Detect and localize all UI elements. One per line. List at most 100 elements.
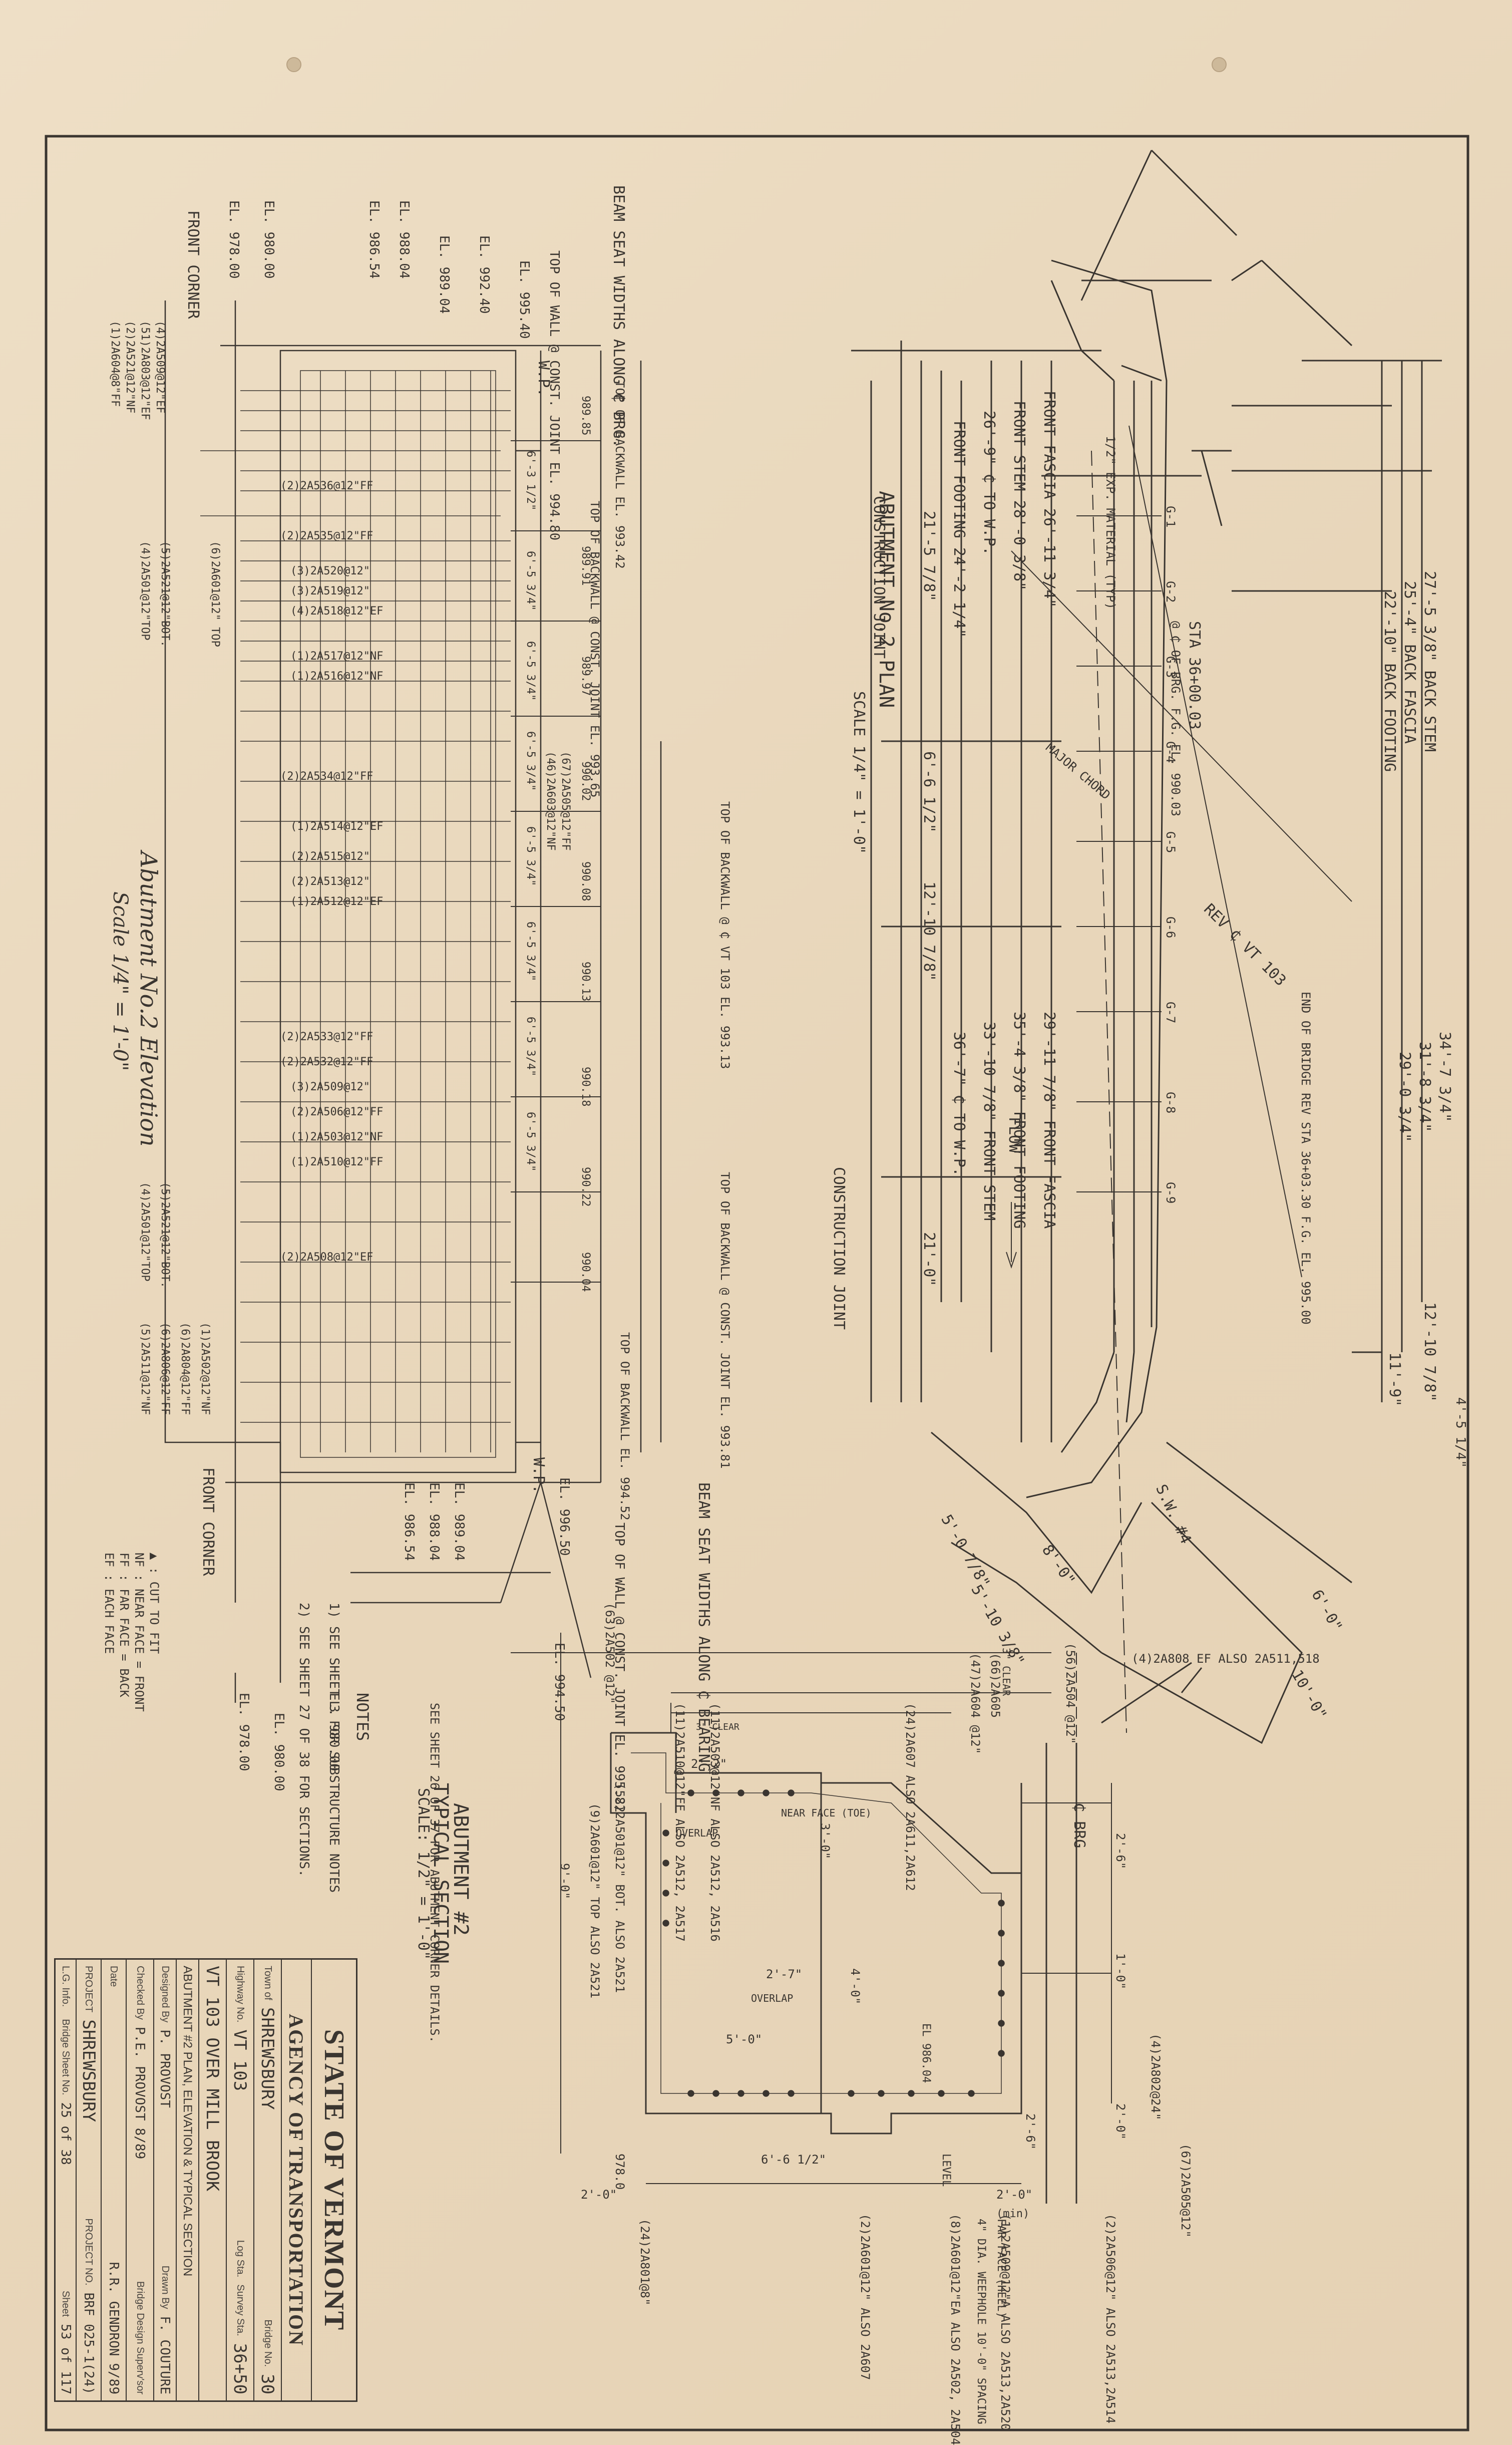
to-wp-bot: 36'-7" ₵ TO W.P. xyxy=(950,1032,968,1176)
bar-mid-3: (3)2A520@12" xyxy=(290,565,370,577)
front-corner-bot: FRONT CORNER xyxy=(199,1467,217,1576)
seat-dim-3: 6'-5 3/4" xyxy=(524,641,537,701)
tb-town-label: Town of xyxy=(262,1966,273,2000)
seat-elev-1: 989.85 xyxy=(579,396,592,436)
clear-1: 3" CLEAR xyxy=(696,1722,739,1732)
bar-mid-5: (4)2A518@12"EF xyxy=(290,605,384,618)
legend-2: NF : NEAR FACE = FRONT xyxy=(132,1553,146,1712)
el-988-bot: EL. 988.04 xyxy=(427,1482,442,1561)
bar-mid-14: (2)2A532@12"FF xyxy=(280,1056,373,1068)
overlap-2: OVERLAP xyxy=(751,1992,794,2004)
g8-label: G-8 xyxy=(1164,1092,1178,1114)
tb-date2: 9/89 xyxy=(106,2363,121,2394)
tb-checked-row: Checked By P.E. PROVOST 8/89 Bridge Desi… xyxy=(126,1960,153,2400)
g3-label: G-3 xyxy=(1164,656,1178,678)
bar-mid-11: (2)2A513@12" xyxy=(290,875,370,888)
tb-sheet-label: Sheet xyxy=(60,2290,72,2317)
bar-mid-17: (1)2A503@12"NF xyxy=(290,1131,384,1143)
bar-vert-3: (46)2A603@12"NF xyxy=(544,751,557,851)
see-sheet-26: SEE SHEET 26 OF 37 FOR ABUTMENT CORNER D… xyxy=(428,1703,442,2043)
plan-scale: SCALE 1/4" = 1'-0" xyxy=(850,691,868,854)
seat-elev-6: 990.13 xyxy=(579,962,592,1002)
seat-elev-5: 990.08 xyxy=(579,861,592,901)
station-sub: @ ₵ OF BRG. F.G. EL. 990.03 xyxy=(1169,621,1183,817)
bar-mid-1: (2)2A536@12"FF xyxy=(280,480,373,492)
dim-11-9: 11'-9" xyxy=(1386,1352,1403,1407)
legend-1: ▲ : CUT TO FIT xyxy=(147,1553,161,1654)
tb-desc-row: VT 103 OVER MILL BROOK xyxy=(198,1960,226,2400)
exp-material: 1/2" EXP. MATERIAL (TYP) xyxy=(1103,436,1117,609)
wp-label: W.P. xyxy=(530,1457,547,1494)
tb-highway-row: Highway No. VT 103 Log Sta. Survey Sta. … xyxy=(226,1960,253,2400)
seat-dim-4: 6'-5 3/4" xyxy=(524,731,537,791)
tb-bridge-no: 30 xyxy=(257,2374,278,2394)
bar-mid-10: (2)2A515@12" xyxy=(290,850,370,863)
g7-label: G-7 xyxy=(1164,1002,1178,1024)
bar-mid-4: (3)2A519@12" xyxy=(290,585,370,597)
bar-right-2: (5)2A521@12"BOT. xyxy=(159,541,171,647)
end-of-bridge: END OF BRIDGE REV STA 36+03.30 F.G. EL. … xyxy=(1299,992,1313,1325)
front-stem-top: FRONT STEM 28'-0 3/8" xyxy=(1010,401,1028,591)
el-978: EL. 978.00 xyxy=(226,200,241,279)
g1-label: G-1 xyxy=(1164,506,1178,528)
far-face: FAR FACE (HEEL) xyxy=(995,2219,1007,2318)
typical-section xyxy=(511,1633,1203,2204)
station-label: STA 36+00.03 xyxy=(1186,621,1203,730)
tb-designed-row: Designed By P. PROVOST Drawn By F. COUTU… xyxy=(153,1960,176,2400)
top-backwall-1: TOP OF BACKWALL EL. 993.42 xyxy=(613,381,627,569)
tb-project-label: PROJECT xyxy=(83,1966,95,2013)
dim-4-5: 4'-5 1/4" xyxy=(1453,1397,1468,1468)
top-backwall-2: TOP OF BACKWALL @ CONST. JOINT EL. 993.6… xyxy=(588,501,602,798)
clear-2: 3" CLEAR xyxy=(1000,1648,1012,1696)
legend-4: EF : EACH FACE xyxy=(102,1553,116,1654)
sec-bar-10: (4)2A808 EF ALSO 2A511,518 xyxy=(1131,1652,1320,1666)
seat-elev-7: 990.18 xyxy=(579,1067,592,1107)
overlap-1: OVERLAP xyxy=(676,1827,718,1839)
sec-bar-11: (67)2A505@12" xyxy=(1179,2144,1193,2238)
abutment-plan xyxy=(851,149,1442,1803)
flow-label: FLOW xyxy=(1005,1117,1023,1153)
tb-project-no: BRF 025-1(24) xyxy=(81,2292,96,2395)
tb-bridge-no-label: Bridge No. xyxy=(262,2319,273,2367)
tb-project-desc: VT 103 OVER MILL BROOK xyxy=(202,1966,223,2192)
near-face: NEAR FACE (TOE) xyxy=(781,1807,872,1819)
tb-project: SHREWSBURY xyxy=(79,2019,99,2122)
sec-bar-9: (9)2A601@12" TOP ALSO 2A521 xyxy=(588,1803,602,1999)
section-title: ABUTMENT #2 xyxy=(449,1803,472,1936)
back-fascia-dim: 25'-4" BACK FASCIA xyxy=(1401,581,1418,744)
tb-supv-label: Bridge Design Superv'sor xyxy=(135,2281,146,2394)
sec-dim-8: 2'-6" xyxy=(1023,2113,1037,2150)
tb-sheet-row: L.G. Info. Bridge Sheet No. 25 of 38 She… xyxy=(56,1960,76,2400)
dim-21-0: 21'-0" xyxy=(920,1232,938,1287)
dim-34-7: 34'-7 3/4" xyxy=(1436,1032,1453,1122)
sec-bar-3: (63)2A502 @12" xyxy=(603,1603,617,1704)
el-992: EL. 992.40 xyxy=(477,235,492,314)
tb-bridge-sheet-label: Bridge Sheet No. xyxy=(60,2019,72,2095)
tb-town-row: Town of SHREWSBURY Bridge No. 30 xyxy=(253,1960,281,2400)
level-1: LEVEL xyxy=(940,2154,952,2187)
bar-left-1: (4)2A509@12"EF xyxy=(154,321,166,414)
bar-vert-1: (6)2A601@12" TOP xyxy=(209,541,221,647)
seat-dim-2: 6'-5 3/4" xyxy=(524,551,537,611)
el-980-bot: EL. 980.00 xyxy=(271,1713,286,1791)
tb-agency-row: AGENCY OF TRANSPORTATION xyxy=(281,1960,311,2400)
sec-bar-17: (24)2A801@8" xyxy=(638,2219,652,2306)
dim-6-6: 6'-6 1/2" xyxy=(920,751,938,833)
seat-elev-9: 990.04 xyxy=(579,1252,592,1292)
top-backwall-4: TOP OF BACKWALL @ CONST. JOINT EL. 993.8… xyxy=(718,1172,732,1469)
tb-supv: R.R. GENDRON xyxy=(106,2262,121,2356)
construction-joint-2: CONSTRUCTION JOINT xyxy=(830,1167,848,1330)
dim-21-5: 21'-5 7/8" xyxy=(920,511,938,601)
top-backwall-5: TOP OF BACKWALL EL. 994.52 xyxy=(618,1332,632,1520)
sec-dim-5: 4'-0" xyxy=(848,1968,862,2005)
seat-elev-2: 989.91 xyxy=(579,546,592,586)
el-978-bot: EL. 978.00 xyxy=(236,1693,251,1771)
title-block-rotated: STATE OF VERMONT AGENCY OF TRANSPORTATIO… xyxy=(56,1960,356,2400)
tb-highway-label: Highway No. xyxy=(235,1966,246,2023)
el-994-bot: EL. 994.50 xyxy=(552,1643,567,1721)
dim-12-10: 12'-10 7/8" xyxy=(920,881,938,981)
seat-dim-8: 6'-5 3/4" xyxy=(524,1112,537,1172)
bar-mid-16: (2)2A506@12"FF xyxy=(290,1106,384,1118)
sec-bar-15: (8)2A601@12"EA ALSO 2A502, 2A504 xyxy=(948,2214,962,2445)
min-label: (min) xyxy=(996,2208,1030,2220)
